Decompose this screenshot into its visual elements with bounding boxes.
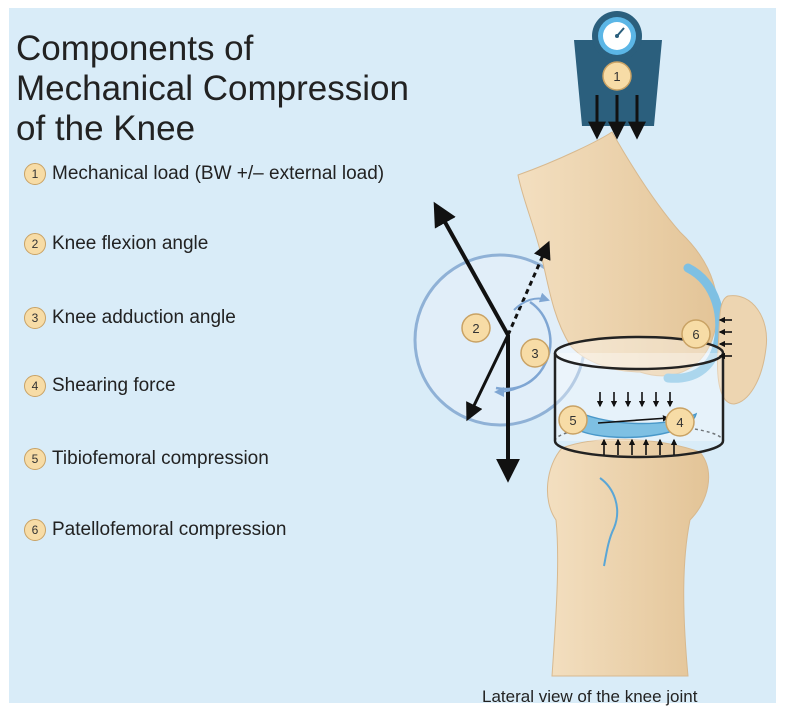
marker-4-label: 4: [676, 415, 683, 430]
marker-6: 6: [682, 320, 710, 348]
marker-3-label: 3: [531, 346, 538, 361]
marker-5: 5: [559, 406, 587, 434]
marker-4: 4: [666, 408, 694, 436]
marker-1-label: 1: [613, 69, 620, 84]
marker-6-label: 6: [692, 327, 699, 342]
marker-2: 2: [462, 314, 490, 342]
figure-caption: Lateral view of the knee joint: [482, 687, 772, 707]
marker-3: 3: [521, 339, 549, 367]
marker-1: 1: [603, 62, 631, 90]
marker-2-label: 2: [472, 321, 479, 336]
marker-5-label: 5: [569, 413, 576, 428]
patella-bone: [718, 296, 767, 404]
compression-cylinder: [555, 337, 723, 457]
tibia-bone: [547, 439, 708, 676]
